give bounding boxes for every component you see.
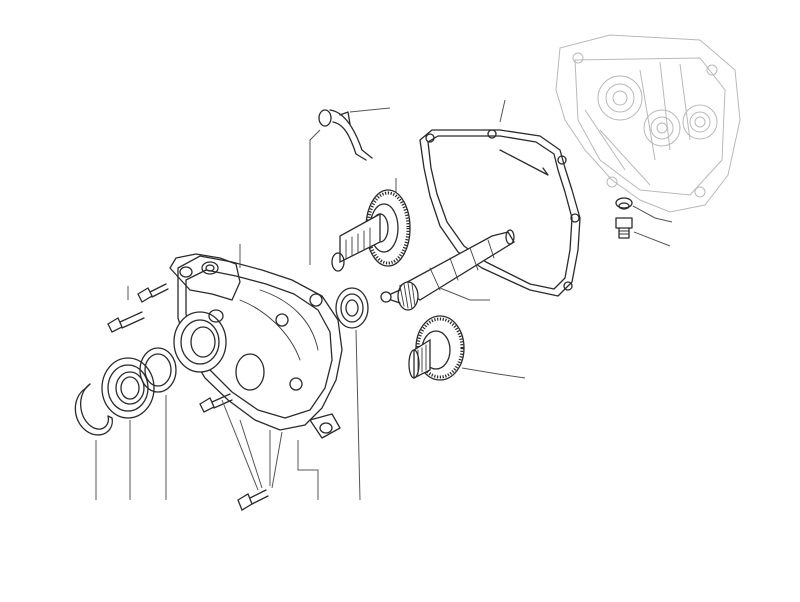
driven-gear — [331, 178, 411, 272]
main-shaft — [398, 229, 515, 301]
bearing — [101, 357, 155, 500]
bolt — [237, 489, 269, 511]
bolt — [107, 311, 145, 333]
pinion-gear — [380, 281, 419, 311]
crankcase-half — [555, 34, 741, 213]
bolts — [107, 283, 319, 511]
circlip — [74, 383, 113, 500]
transmission-cover — [169, 244, 343, 439]
gasket — [419, 99, 581, 297]
oil-seal — [335, 287, 369, 501]
filler-plug — [615, 197, 673, 223]
bolt — [199, 393, 233, 413]
intermediate-gear — [408, 315, 526, 381]
breather-hose — [309, 107, 391, 265]
drain-plug — [615, 217, 671, 247]
bolt — [127, 283, 169, 303]
outer-seal — [139, 347, 177, 500]
